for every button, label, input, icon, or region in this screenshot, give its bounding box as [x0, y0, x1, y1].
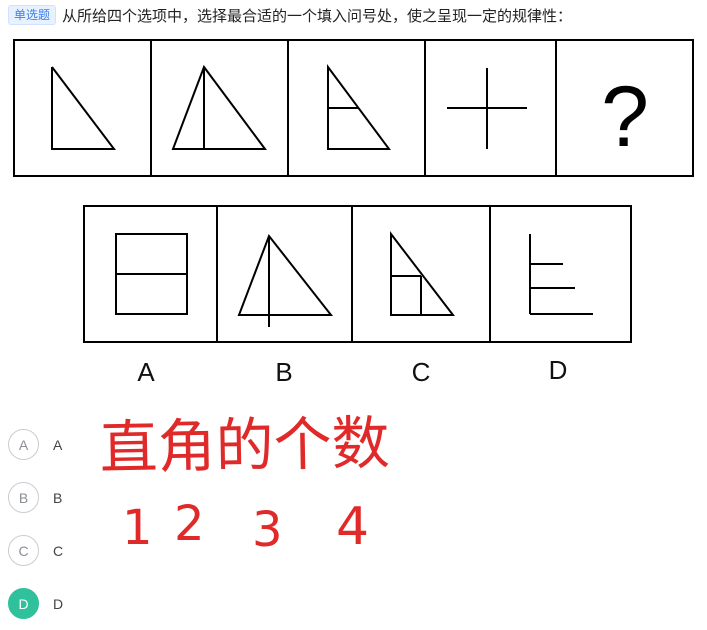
- option-a-radio[interactable]: A: [8, 429, 39, 460]
- choice-figure-b: [237, 233, 334, 327]
- choice-label-c: C: [412, 357, 431, 387]
- choice-label-b: B: [275, 357, 292, 387]
- choice-label-a: A: [137, 357, 155, 387]
- option-c-radio[interactable]: C: [8, 535, 39, 566]
- option-a[interactable]: A A: [8, 418, 108, 471]
- question-header: 单选题 从所给四个选项中，选择最合适的一个填入问号处，使之呈现一定的规律性：: [8, 4, 699, 26]
- option-b-radio[interactable]: B: [8, 482, 39, 513]
- handwritten-number-3: 3: [252, 502, 283, 558]
- choices-row-frame: [83, 205, 632, 343]
- stem-question-mark: ?: [601, 69, 649, 165]
- question-type-badge: 单选题: [8, 5, 57, 25]
- option-b[interactable]: B B: [8, 471, 108, 524]
- handwritten-number-2: 2: [174, 496, 205, 552]
- stem-figure-2: [171, 64, 267, 150]
- question-figure: ? A B C D: [13, 39, 694, 387]
- option-d[interactable]: D D: [8, 577, 108, 630]
- option-c[interactable]: C C: [8, 524, 108, 577]
- option-b-text: B: [53, 489, 63, 506]
- handwritten-phrase: 直角的个数: [99, 409, 390, 482]
- question-prompt: 从所给四个选项中，选择最合适的一个填入问号处，使之呈现一定的规律性：: [62, 6, 573, 25]
- stem-figure-1: [51, 66, 117, 150]
- choice-figure-d: [529, 234, 593, 315]
- choice-figure-c: [390, 231, 456, 316]
- option-d-radio[interactable]: D: [8, 588, 39, 619]
- choice-label-d: D: [549, 355, 568, 385]
- stem-row-frame: [13, 39, 694, 177]
- choice-figure-a: [115, 233, 188, 315]
- stem-figure-4: [447, 68, 527, 149]
- stem-figure-3: [327, 63, 391, 150]
- option-d-text: D: [53, 595, 64, 612]
- handwritten-number-1: 1: [122, 500, 153, 556]
- option-c-text: C: [53, 542, 64, 559]
- handwritten-number-4: 4: [336, 497, 369, 557]
- option-a-text: A: [53, 436, 63, 453]
- answer-options: A A B B C C D D: [8, 418, 108, 630]
